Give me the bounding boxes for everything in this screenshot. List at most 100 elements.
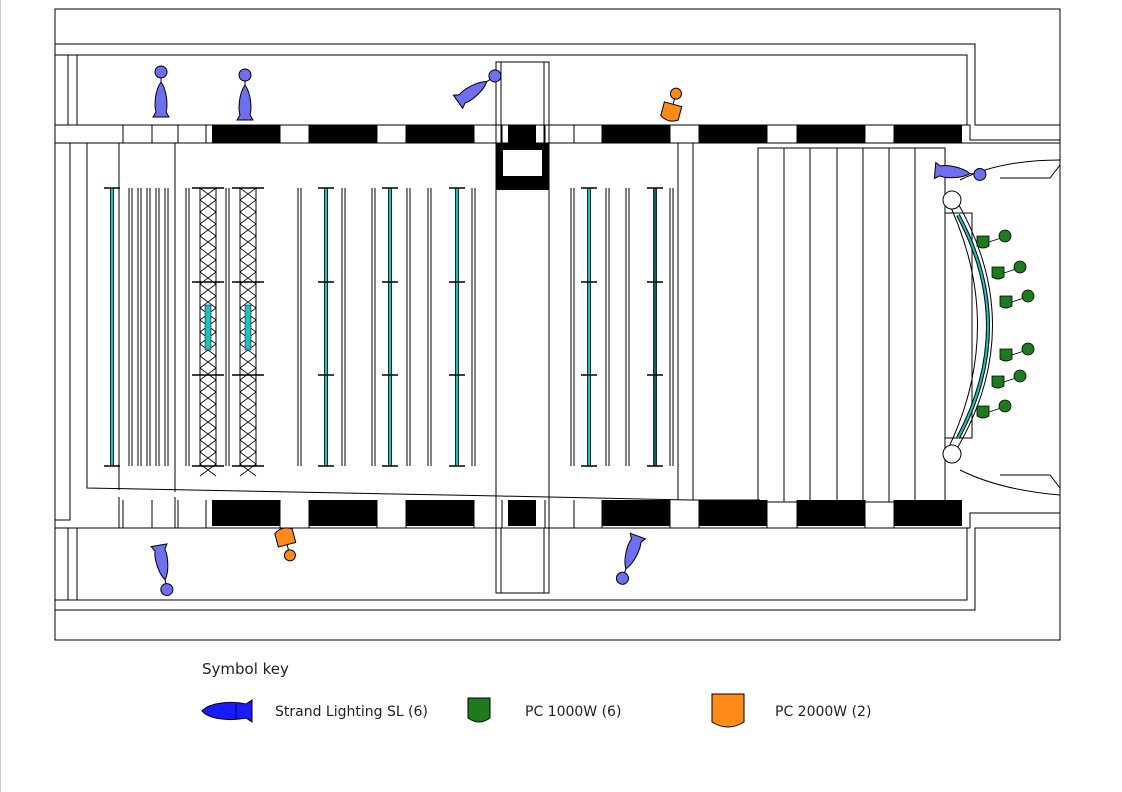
truss-group [192, 187, 990, 477]
lighting-bar-4 [587, 187, 591, 467]
truss-lace-b-0-356 [199, 355, 217, 369]
spot-body-5 [933, 161, 971, 180]
profile-spot-icon [933, 161, 987, 181]
pc1000-body-4 [991, 375, 1005, 389]
masking-top-0 [212, 125, 280, 143]
pc1000-connector-3 [1021, 342, 1035, 356]
truss-lace-b-1-200 [239, 199, 257, 213]
truss-lace-b-1-284 [239, 283, 257, 297]
truss-lace-b-1-356 [239, 355, 257, 369]
pc1000-connector-5 [998, 399, 1012, 413]
truss-lace-b-0-212 [199, 211, 217, 225]
apron-curve-inner [944, 194, 978, 456]
spot-connector-5 [973, 167, 987, 181]
truss-lace-b-1-248 [239, 247, 257, 261]
pc1000-connector-1 [1013, 260, 1027, 274]
truss-lace-b-0-416 [199, 415, 217, 429]
pc-1000w-icon [999, 342, 1035, 362]
pc2000-stem-0 [672, 98, 676, 105]
building-top-wall [55, 43, 1060, 126]
truss-lace-b-0-404 [199, 403, 217, 417]
truss-lace-b-0-392 [199, 391, 217, 405]
pc1000-body-2 [999, 295, 1013, 309]
truss-lace-b-0-368 [199, 367, 217, 381]
truss-highlight-0 [204, 304, 212, 351]
pc1000-body-1 [991, 266, 1005, 280]
truss-lace-b-0-452 [199, 451, 217, 465]
truss-lace-b-1-380 [239, 379, 257, 393]
truss-lace-b-0-224 [199, 223, 217, 237]
truss-lace-b-0-188 [199, 187, 217, 201]
masking-bottom-1 [309, 500, 377, 526]
pc1000-body-3 [999, 348, 1013, 362]
truss-lace-b-0-200 [199, 199, 217, 213]
pc2000-stem-1 [286, 544, 290, 551]
masking-top-7 [894, 125, 962, 143]
pc1000-body-5 [976, 405, 990, 419]
apron-top-rail [1000, 164, 1061, 179]
pc-1000w-icon [467, 697, 491, 723]
masking-top-2 [406, 125, 474, 143]
truss-lace-b-0-248 [199, 247, 217, 261]
truss-lace-b-1-392 [239, 391, 257, 405]
apron-bottom-rail [1000, 474, 1061, 489]
spot-stem-4 [624, 568, 627, 573]
pc-2000w-icon [660, 87, 683, 122]
pc-2000w-icon [711, 693, 745, 728]
apron-pipe [957, 214, 989, 439]
profile-spot-icon [152, 65, 170, 118]
spot-connector-0 [154, 65, 168, 79]
pc-1000w-icon [976, 229, 1012, 249]
lighting-bar-0 [110, 187, 114, 467]
truss-lace-b-0-236 [199, 235, 217, 249]
spot-body-1 [236, 84, 254, 121]
pc1000-stem-3 [1011, 350, 1025, 356]
key-strand-lighting: Strand Lighting SL (6) [201, 699, 428, 723]
apron-post-top [942, 190, 962, 210]
pc-2000w-icon [274, 527, 297, 562]
masking-bottom-3 [508, 500, 536, 526]
truss-lace-b-1-440 [239, 439, 257, 453]
seating-rows [104, 187, 674, 467]
key-pc-2000w: PC 2000W (2) [711, 693, 871, 728]
pc-1000w-icon [991, 369, 1027, 389]
truss-lace-b-1-188 [239, 187, 257, 201]
masking-top-4 [602, 125, 670, 143]
spot-body-0 [152, 81, 170, 118]
building-bottom-wall [55, 527, 1060, 611]
walkway-grill-opening [503, 150, 542, 176]
apron-bottom-sweep [959, 469, 1061, 496]
key-pc-1000w: PC 1000W (6) [467, 697, 621, 723]
truss-lace-b-1-404 [239, 403, 257, 417]
spot-stem-2 [486, 78, 491, 83]
auditorium-bottom-wall [55, 512, 1060, 529]
walkway-grill [496, 143, 549, 190]
truss-highlight-1 [244, 304, 252, 351]
central-walkway [495, 61, 550, 594]
masking-blocks [122, 125, 962, 528]
truss-lace-b-0-284 [199, 283, 217, 297]
pc1000-stem-4 [1003, 377, 1017, 383]
masking-top-3 [508, 125, 536, 143]
truss-lace-b-0-380 [199, 379, 217, 393]
symbol-key: Symbol key Strand Lighting SL (6) PC 100… [201, 660, 871, 728]
symbol-key-title: Symbol key [202, 660, 289, 678]
truss-lace-b-1-224 [239, 223, 257, 237]
pc-1000w-icon [976, 399, 1012, 419]
pc2000-body-1 [274, 527, 297, 548]
pc-1000w-icon [991, 260, 1027, 280]
pc2000-connector-1 [283, 549, 296, 562]
truss-lace-b-0-428 [199, 427, 217, 441]
pc1000-stem-5 [988, 407, 1002, 413]
masking-top-6 [797, 125, 865, 143]
masking-top-5 [699, 125, 767, 143]
truss-lace-b-1-236 [239, 235, 257, 249]
lighting-bar-2 [388, 187, 392, 467]
truss-lace-b-1-416 [239, 415, 257, 429]
plan-frame [54, 8, 1061, 641]
venue-plan [55, 43, 1061, 611]
key-label-pc2000: PC 2000W (2) [775, 704, 871, 720]
auditorium-left-wall [55, 143, 71, 521]
profile-spot-icon [201, 699, 253, 723]
